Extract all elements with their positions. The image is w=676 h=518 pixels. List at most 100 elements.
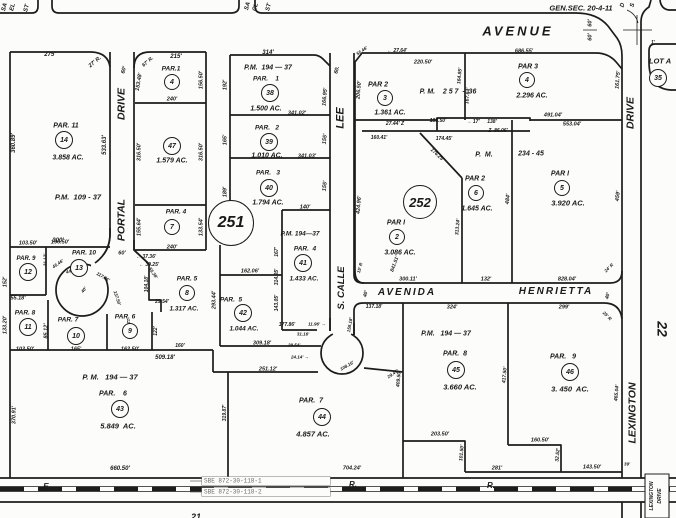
par-3-label-east: PAR 3 [517,62,539,70]
par-40-acreage: 1.794 AC. [252,198,284,206]
dim-label-147: 132' [480,275,492,282]
par-6-label-south: PAR. 6 [99,389,127,397]
dim-label-156: 299' [558,303,570,310]
dim-label-139: 484' [504,193,512,205]
dim-label-105: 60. [332,65,341,75]
plat-number-109-37: P.M. 109 - 37 [54,192,102,202]
column-a-lines [133,51,207,250]
dim-60-over: 60' [586,19,593,27]
intersection-cross [583,9,652,45]
par-2-label-mid: PAR 2 [464,174,486,182]
dim-label-168: 281' [491,464,503,471]
parcel-circle-40: 40 [260,179,278,197]
parcel-circle-7: 7 [164,219,180,235]
dim-label-61: 240' [166,95,178,102]
dim-label-68: 240' [166,243,178,250]
dim-label-44: 45.46' [51,258,65,270]
dim-label-114: ← 27.64' [386,48,408,54]
dim-label-35: 162.50' [120,345,140,352]
dim-label-108: 424.96' [354,195,363,215]
dim-label-149: 24' R [603,262,615,274]
par-3-acreage-east: 1.361 AC. [374,108,406,116]
dim-label-124: 27.44' Z [385,121,405,127]
dim-label-83: 155' [321,133,329,145]
dim-label-23: 196.50' [50,238,70,245]
dim-label-167: 101.50' [458,444,466,462]
dim-label-152: 40' [362,289,370,298]
street-label-el: EL [7,2,17,12]
par-7-label-south: PAR. 7 [299,396,323,404]
parcel-circle-9: 9 [122,323,138,339]
railroad-label-e: E. [43,482,51,491]
dim-label-59: 67' R. [141,55,155,69]
par-4-acreage-east: 2.296 AC. [516,91,548,99]
dim-label-50: 509.18' [155,353,175,361]
plat-number-194-37-d: P. M. 194 — 37 [82,372,138,382]
dim-label-29: 133.20' [1,315,8,335]
dim-label-63: 156.50' [197,70,204,90]
par-11-label: PAR. 11 [53,121,79,129]
dim-label-155: 324' [446,303,458,310]
parcel-circle-44: 44 [313,408,331,426]
dim-label-56: ← 39.25' [138,262,160,268]
sbe-parcel-tag-2: SBE 872-30-118-2 [201,487,331,497]
parcel-circle-5: 5 [554,180,570,196]
dim-label-53: 60' [119,65,128,75]
block-252-lines [354,52,623,284]
dim-label-125: 188.50' [429,118,447,124]
dim-label-19: 360.89' [9,133,17,153]
parcel-circle-4-west: 4 [164,74,180,90]
dim-label-79: 166.95' [320,87,329,107]
street-label-s: S [628,2,636,8]
street-label-avenue: AVENUE [482,23,554,39]
par-39-acreage: 1.010 AC. [251,151,283,159]
dim-label-71: 192' [221,79,228,91]
par-44-acreage: 4.857 AC. [296,429,330,439]
dim-label-42: 29.54' [155,299,169,305]
dim-label-180: 319.87' [222,404,228,422]
par-6-acreage-east: 1.645 AC. [461,204,493,212]
pm-par-1-label: PAR. 1 [253,74,279,82]
parcel-circle-4-east: 4 [519,72,535,88]
lot-a-label: LOT A [648,56,672,66]
lot-a-circle-35: 35 [649,69,667,87]
lexington-drive-lines [621,0,676,518]
dim-label-131: 176.25' [429,147,446,163]
dim-label-69: 155.64' [135,217,142,237]
plat-number-194-37-c: P.M. 194 — 37 [421,329,471,337]
parcel-circle-10: 10 [67,327,85,345]
par-43-acreage: 5.849 AC. [100,421,136,431]
street-label-lee: LEE [333,107,347,129]
dim-label-146: 300.11' [399,275,417,282]
street-label-drive-lexington: DRIVE [624,96,636,130]
dim-label-40: 293.44' [210,290,217,310]
dim-label-54: 60' [118,249,126,256]
dim-label-120: 167.64' [464,87,472,105]
lexington-name-box [644,473,670,518]
street-label-avenida: AVENIDA [377,286,437,298]
par-7-label: PAR. 7 [57,315,79,323]
section-number-22: 22 [654,321,671,337]
pm-par-2-label: PAR. 2 [254,123,280,131]
dim-label-33: 85.12' [42,323,49,339]
avenue-north-blocks [0,0,623,57]
map-book-circle-251: 251 [208,200,254,246]
dim-label-157: 25' R [601,310,613,322]
pm-par-5-label: PAR. 5 [219,295,243,303]
street-label-lexington-small: LEXINGTON [649,481,655,511]
par-10-label: PAR. 10 [71,248,97,256]
par-4-label-west: PAR. 4 [165,207,187,215]
parcel-circle-6: 6 [468,185,484,201]
dim-label-109: 15' R [355,262,364,274]
plat-number-194-37-a: P.M. 194 — 37 [244,63,292,71]
dim-label-101: 31.16' [296,331,310,337]
section-number-21-partial: 21 [190,512,202,518]
calle-neck-redraw [329,318,355,335]
dim-label-82: 341.03' [297,152,317,159]
dim-label-20: 533.63' [100,135,108,155]
railroad-rails [0,486,676,492]
dim-label-128: Z 86.06' [488,128,508,134]
